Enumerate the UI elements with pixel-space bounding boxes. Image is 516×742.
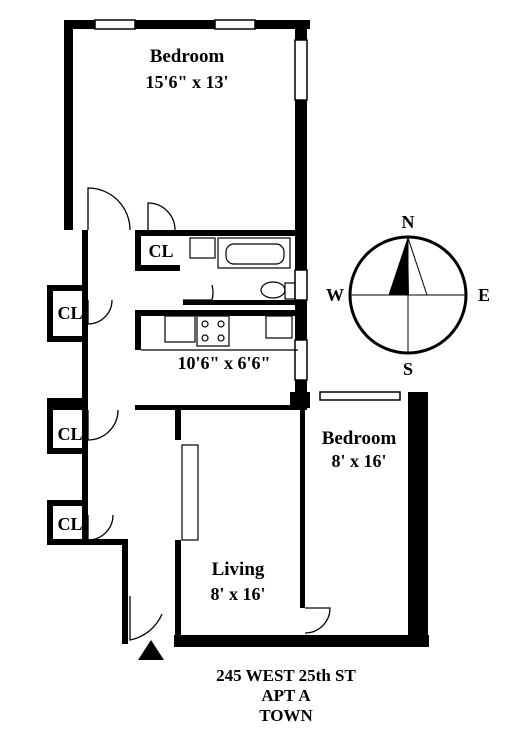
entrance-arrow <box>138 640 164 660</box>
walls <box>47 20 429 647</box>
compass-south: S <box>403 359 413 379</box>
closet-label: CL <box>57 303 82 323</box>
bedroom-second-dims: 8' x 16' <box>331 451 386 471</box>
kitchen-dims: 10'6" x 6'6" <box>178 353 271 373</box>
living-dims: 8' x 16' <box>210 584 265 604</box>
bedroom-main-label: Bedroom <box>150 46 225 67</box>
windows <box>94 19 401 401</box>
compass-east: E <box>478 285 490 305</box>
doors <box>87 187 331 641</box>
compass-west: W <box>326 285 344 305</box>
bedroom-second-label: Bedroom <box>322 428 397 449</box>
closet-label: CL <box>57 424 82 444</box>
compass: N S E W <box>326 212 490 379</box>
compass-north: N <box>402 212 415 232</box>
fixtures <box>141 237 298 541</box>
address-line-3: TOWN <box>259 706 313 725</box>
living-label: Living <box>212 559 265 580</box>
closet-label: CL <box>57 514 82 534</box>
address-line-1: 245 WEST 25th ST <box>216 666 356 685</box>
bedroom-main-dims: 15'6" x 13' <box>146 72 229 92</box>
address-line-2: APT A <box>261 686 311 705</box>
closet-label: CL <box>148 241 173 261</box>
